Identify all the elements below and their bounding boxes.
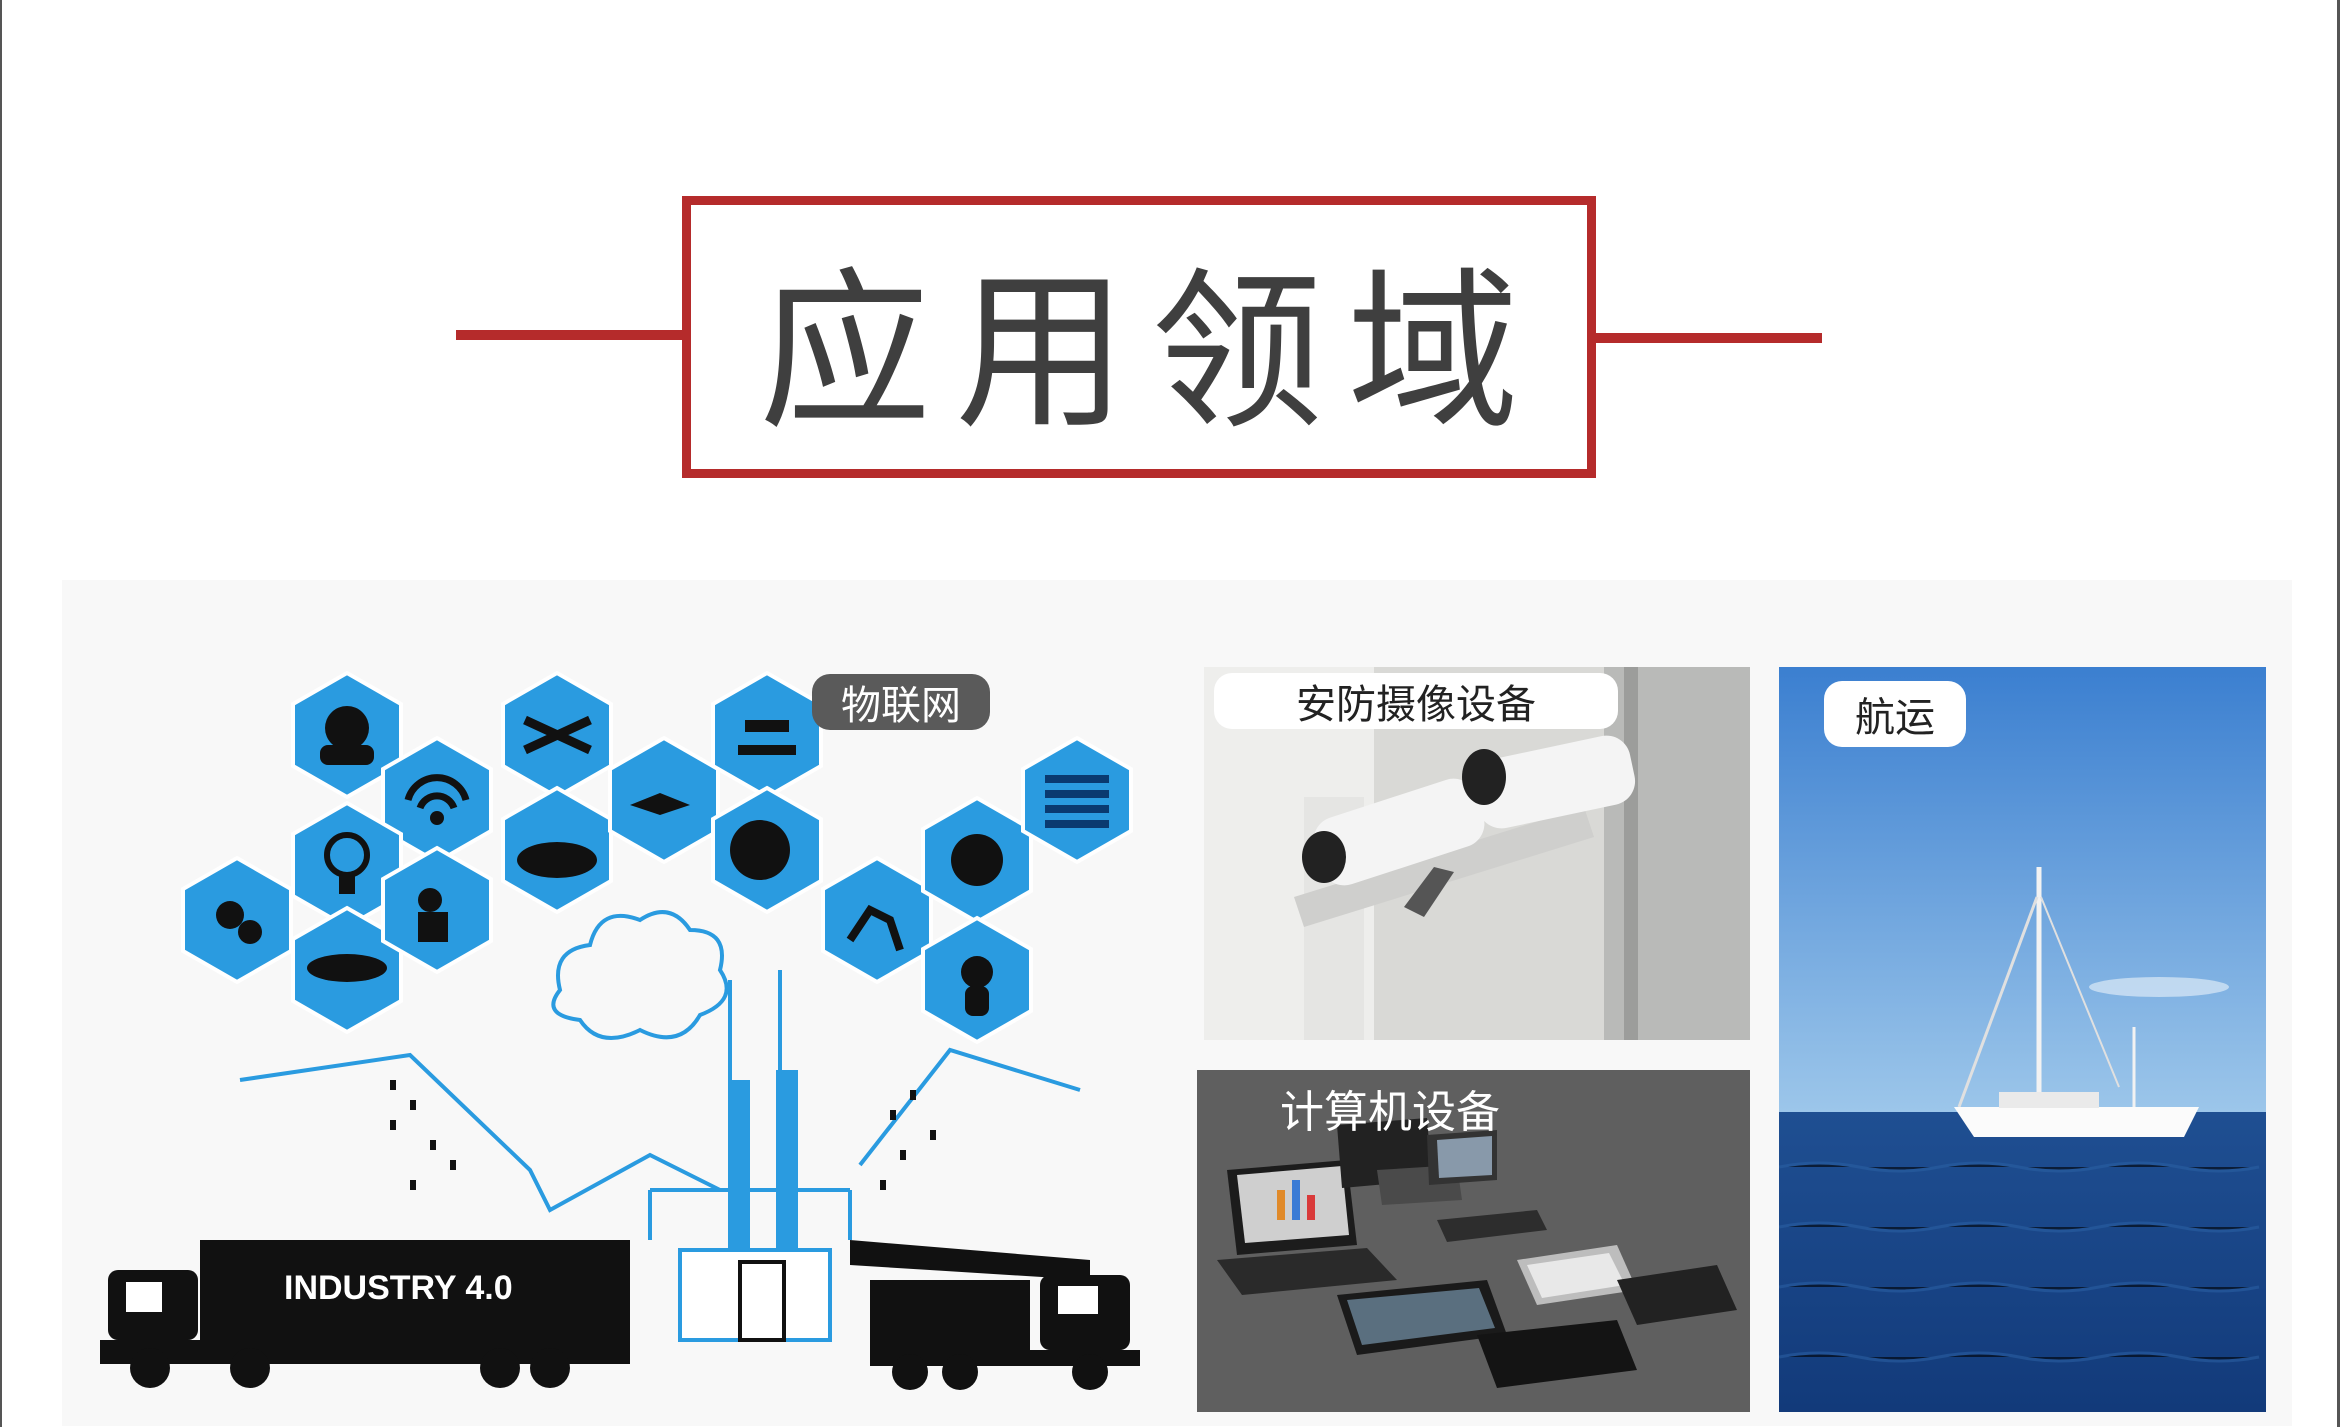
page-frame-left — [0, 0, 2, 1427]
page-title: 应用领域 — [759, 252, 1543, 453]
shipping-photo — [1779, 667, 2266, 1412]
computer-devices-photo — [1197, 1070, 1750, 1412]
truck-label: INDUSTRY 4.0 — [284, 1269, 513, 1307]
title-line-right — [1592, 333, 1822, 343]
security-camera-photo — [1204, 667, 1750, 1040]
iot-label: 物联网 — [812, 674, 990, 730]
shipping-label: 航运 — [1824, 681, 1966, 747]
iot-illustration: INDUSTRY 4.0 — [90, 650, 1170, 1390]
security-label: 安防摄像设备 — [1214, 673, 1618, 729]
title-box: 应用领域 — [682, 196, 1596, 478]
title-line-left — [456, 330, 686, 340]
computer-label: 计算机设备 — [1280, 1087, 1500, 1138]
page-frame-right — [2337, 0, 2340, 1427]
